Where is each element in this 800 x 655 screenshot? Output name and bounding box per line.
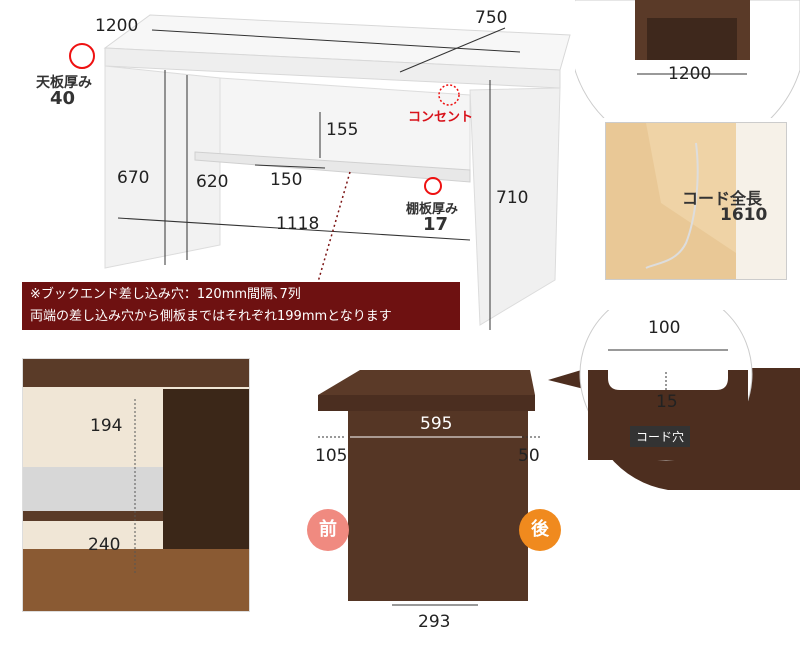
- cord-hole-circle: [548, 310, 800, 490]
- shelf-depth-label: 150: [270, 170, 303, 190]
- leg-clearance-inner-label: 620: [196, 172, 229, 192]
- top-thickness-value: 40: [50, 88, 76, 109]
- side-view-desk: [318, 370, 540, 606]
- cord-photo: [605, 122, 787, 280]
- upper-gap-label: 194: [90, 416, 123, 436]
- depth-750-label: 750: [475, 8, 508, 28]
- bookend-callout: ※ブックエンド差し込み穴：120mm間隔､7列 両端の差し込み穴から側板まではそ…: [22, 282, 460, 330]
- cord-hole-width-label: 100: [648, 318, 681, 338]
- top-view-width-label: 1200: [668, 64, 712, 84]
- shelf-thickness-value: 17: [423, 214, 449, 235]
- cord-hole-tag: コード穴: [630, 426, 691, 447]
- cord-hole-depth-label: 15: [656, 392, 678, 412]
- total-height-label: 710: [496, 188, 529, 208]
- shelf-photo: [22, 358, 250, 612]
- callout-line-1: ※ブックエンド差し込み穴：120mm間隔､7列: [30, 287, 301, 302]
- back-offset-label: 50: [518, 446, 540, 466]
- shelf-thickness-label: 棚板厚み: [406, 202, 459, 217]
- top-right-circle-view: [575, 0, 800, 118]
- outlet-label: コンセント: [408, 110, 474, 125]
- callout-line-2: 両端の差し込み穴から側板まではそれぞれ199mmとなります: [30, 309, 392, 324]
- desk-illustration: [69, 14, 571, 330]
- inner-width-label: 1118: [276, 214, 320, 234]
- shelf-height-label: 155: [326, 120, 359, 140]
- width-1200-label: 1200: [95, 16, 139, 36]
- bottom-width-label: 293: [418, 612, 451, 632]
- back-badge: 後: [519, 509, 561, 551]
- front-badge: 前: [307, 509, 349, 551]
- front-offset-label: 105: [315, 446, 348, 466]
- cord-length-label: コード全長: [682, 189, 763, 208]
- top-thickness-label: 天板厚み: [36, 75, 92, 91]
- cord-length-value: 1610: [720, 205, 768, 225]
- lower-gap-label: 240: [88, 535, 121, 555]
- shelf-width-label: 595: [420, 414, 453, 434]
- leg-clearance-outer-label: 670: [117, 168, 150, 188]
